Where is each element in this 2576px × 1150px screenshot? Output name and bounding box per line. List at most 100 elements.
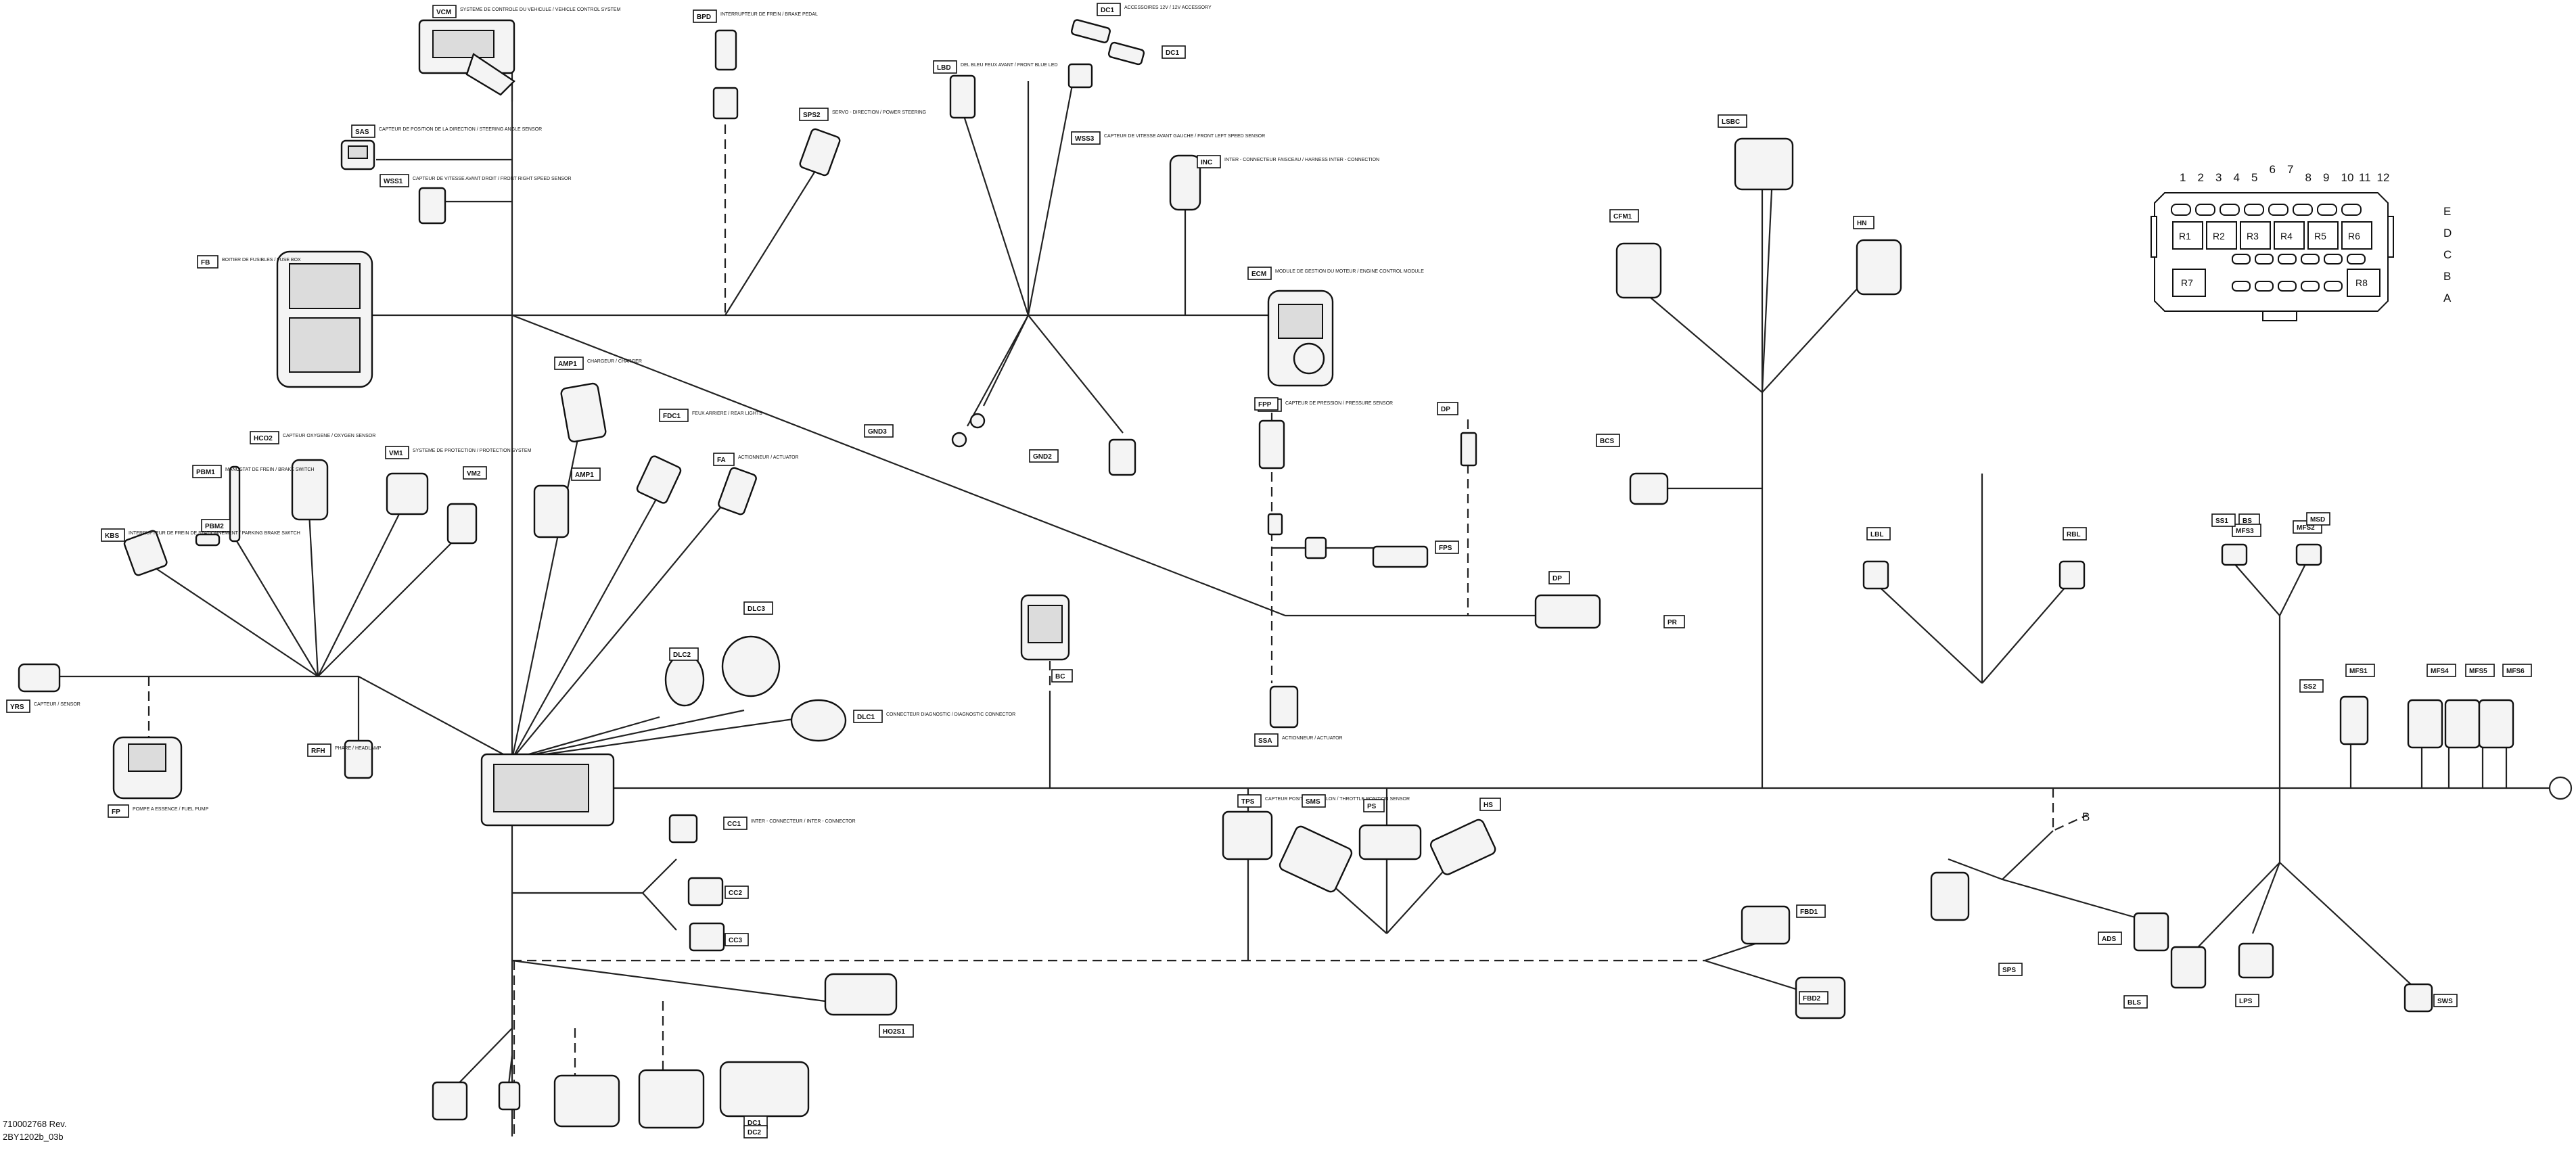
tag-fbd2[interactable]: FBD2 xyxy=(1799,991,1828,1005)
tag-mfs4[interactable]: MFS4 xyxy=(2426,664,2456,677)
tag-dc4[interactable]: DC2 xyxy=(743,1125,768,1138)
right-upper-connectors[interactable] xyxy=(1615,137,2514,749)
tag-gnd2[interactable]: GND2 xyxy=(1029,449,1059,463)
ssa-connector[interactable] xyxy=(1269,685,1299,729)
tag-sms[interactable]: SMS xyxy=(1302,794,1326,808)
tag-mfs3[interactable]: MFS3 xyxy=(2232,524,2261,537)
tag-ps[interactable]: PS xyxy=(1363,799,1385,812)
tag-sws[interactable]: SWS xyxy=(2433,994,2458,1007)
wss1-connector[interactable] xyxy=(418,187,446,225)
tag-hoz[interactable]: HO2S1 xyxy=(879,1024,914,1038)
tag-bcs[interactable]: BCS xyxy=(1596,434,1620,447)
sas-connector[interactable] xyxy=(340,139,375,170)
tag-pr[interactable]: PR xyxy=(1663,615,1685,628)
tag-cfm1[interactable]: CFM1 xyxy=(1609,209,1639,223)
tag-dlc2[interactable]: DLC2 xyxy=(669,647,699,661)
tag-dp[interactable]: DP xyxy=(1437,402,1458,415)
tag-mfs6[interactable]: MFS6 xyxy=(2502,664,2532,677)
tag-dlc3[interactable]: DLC3 xyxy=(743,601,773,615)
kbs-connector[interactable] xyxy=(123,530,168,576)
tag-pbm2[interactable]: PBM2 xyxy=(201,519,231,532)
bpd-connector[interactable] xyxy=(712,29,739,120)
yrs-connector[interactable] xyxy=(18,663,61,693)
bottom-connectors[interactable] xyxy=(432,1061,810,1129)
tag-vm2[interactable]: VM2 xyxy=(463,466,487,480)
tag-rbl[interactable]: RBL xyxy=(2063,527,2087,540)
tag-fps[interactable]: FPS xyxy=(1435,540,1459,554)
tag-dp2[interactable]: DP xyxy=(1548,571,1570,584)
rfh-connector[interactable] xyxy=(344,739,373,779)
fdc1-connector[interactable] xyxy=(636,455,682,505)
fb-module[interactable] xyxy=(276,250,373,388)
tag-fpp[interactable]: FPP xyxy=(1254,397,1279,411)
dc1-connector[interactable] xyxy=(1067,19,1145,89)
right-bottom-connectors[interactable] xyxy=(1741,871,2433,1019)
pbm-connectors[interactable] xyxy=(195,465,241,547)
tag-hn[interactable]: HN xyxy=(1853,216,1874,229)
tag-ss2[interactable]: SS2 xyxy=(2299,679,2324,693)
tag-bls[interactable]: BLS xyxy=(2123,995,2148,1009)
tag-pmp[interactable]: PMPCAPTEUR DE PRESSION / PRESSURE SENSOR xyxy=(1258,398,1393,412)
cc-connectors[interactable] xyxy=(668,814,725,952)
ecm-connector[interactable] xyxy=(1267,290,1334,387)
tag-ss1[interactable]: SS1 xyxy=(2211,513,2236,527)
vcm-connector[interactable] xyxy=(418,19,515,96)
tag-msd[interactable]: MSD xyxy=(2306,512,2330,526)
tag-cc2[interactable]: CC2 xyxy=(724,886,749,899)
lbd-connector[interactable] xyxy=(949,74,976,119)
pr-connector[interactable] xyxy=(1534,594,1601,629)
hoz-connector[interactable] xyxy=(824,973,898,1016)
tag-mfs1[interactable]: MFS1 xyxy=(2345,664,2375,677)
amp-connectors[interactable] xyxy=(533,382,607,538)
tag-gnd[interactable]: GND3 xyxy=(864,424,894,438)
vm-connectors[interactable] xyxy=(386,472,478,545)
tag-lbl[interactable]: LBL xyxy=(1866,527,1891,540)
tps-connectors[interactable] xyxy=(1222,810,1497,894)
ground-rings[interactable] xyxy=(951,413,1136,476)
tag-mfs5[interactable]: MFS5 xyxy=(2465,664,2495,677)
tag-cc3[interactable]: CC3 xyxy=(724,933,749,946)
tag-sps[interactable]: SPS xyxy=(1998,963,2023,976)
hco2-connector[interactable] xyxy=(291,459,329,521)
tag-bs[interactable]: BS xyxy=(2238,513,2260,527)
bc-module[interactable] xyxy=(1020,594,1070,661)
tag-hs[interactable]: HS xyxy=(1479,798,1501,811)
tag-bc[interactable]: BC xyxy=(1051,669,1073,683)
tag-lsbc[interactable]: LSBC xyxy=(1718,114,1747,128)
main-inline-connector[interactable] xyxy=(480,753,615,827)
dp-connector[interactable] xyxy=(1460,432,1477,467)
tag-lps[interactable]: LPS xyxy=(2235,994,2259,1007)
inc-connector[interactable] xyxy=(1169,154,1201,211)
fp-connector[interactable] xyxy=(112,736,183,800)
tag-dc2[interactable]: DC1 xyxy=(1162,45,1186,59)
pmp-connector[interactable] xyxy=(1258,419,1429,568)
tag-amp2[interactable]: AMP1 xyxy=(571,467,601,481)
fa-connector[interactable] xyxy=(718,467,758,515)
tag-ads[interactable]: ADS xyxy=(2098,932,2122,945)
